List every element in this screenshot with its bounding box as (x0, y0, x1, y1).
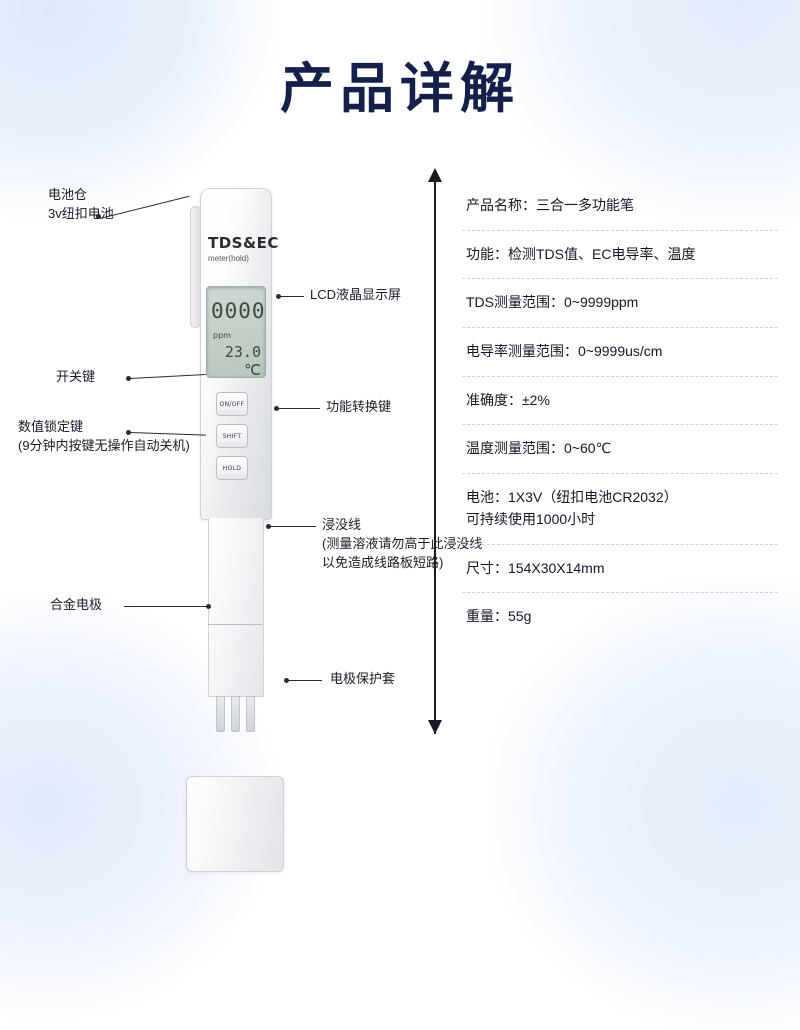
callout-power-key: 开关键 (56, 369, 96, 384)
callout-soak-line-line2: (测量溶液请勿高于此浸没线 (322, 535, 483, 551)
leader-line-protective-cap (286, 680, 322, 681)
callout-soak-line-line3: 以免造成线路板短路) (322, 554, 444, 570)
lcd-screen: 0000 ppm 23.0 ℃ (206, 286, 266, 378)
callout-soak-line: 浸没线 (测量溶液请勿高于此浸没线 以免造成线路板短路) (322, 516, 482, 573)
spec-label: TDS测量范围： (466, 294, 564, 311)
spec-value: 0~60℃ (564, 440, 612, 457)
product-diagram: TDS&EC meter(hold) 0000 ppm 23.0 ℃ ON/OF… (0, 160, 482, 872)
spec-label: 产品名称： (466, 197, 536, 213)
spec-row: 产品名称：三合一多功能笔 (462, 182, 778, 231)
leader-line-lcd (278, 296, 304, 297)
callout-electrode: 合金电极 (50, 597, 103, 612)
brand-name: TDS&EC (208, 234, 279, 252)
spec-value: 1X3V（纽扣电池CR2032） (508, 489, 678, 506)
leader-dot-lcd (276, 294, 281, 299)
range-arrow-down (428, 720, 442, 734)
leader-dot-hold (126, 430, 131, 435)
background-wash-top-right (480, 0, 800, 230)
callout-battery-line1: 电池仓 (48, 187, 88, 202)
callout-lcd: LCD液晶显示屏 (310, 287, 402, 302)
spec-row: TDS测量范围：0~9999ppm (462, 279, 778, 329)
electrode-prong-middle (231, 696, 240, 732)
spec-table: 产品名称：三合一多功能笔 功能：检测TDS值、EC电导率、温度 TDS测量范围：… (462, 182, 778, 641)
background-wash-top-left (0, 0, 280, 220)
spec-row: 准确度：±2% (462, 377, 778, 426)
callout-hold-key-line2: (9分钟内按键无操作自动关机) (18, 437, 190, 453)
leader-dot-battery (96, 214, 101, 219)
spec-value: 55g (508, 608, 532, 625)
callout-hold-key-line1: 数值锁定键 (18, 419, 84, 434)
electrode-prong-right (246, 696, 255, 732)
leader-line-shift (276, 408, 320, 409)
spec-label: 电池： (466, 489, 508, 506)
range-axis-line (434, 182, 436, 734)
callout-hold-key: 数值锁定键 (9分钟内按键无操作自动关机) (18, 418, 190, 456)
callout-battery: 电池仓 3v纽扣电池 (48, 186, 114, 224)
spec-value: 三合一多功能笔 (536, 197, 634, 213)
leader-line-soak (268, 526, 316, 527)
spec-value: 154X30X14mm (508, 559, 605, 576)
lcd-unit-label: ppm (213, 331, 231, 340)
protective-cap (186, 776, 284, 872)
spec-row: 重量：55g (462, 593, 778, 641)
spec-value: 0~9999ppm (564, 294, 639, 311)
spec-row: 功能：检测TDS值、EC电导率、温度 (462, 231, 778, 280)
page-title: 产品详解 (280, 57, 520, 120)
electrode-prong-left (216, 696, 225, 732)
pen-illustration: TDS&EC meter(hold) 0000 ppm 23.0 ℃ ON/OF… (190, 188, 279, 732)
callout-protective-cap: 电极保护套 (330, 671, 396, 686)
spec-value-secondary: 可持续使用1000小时 (466, 510, 596, 527)
spec-label: 温度测量范围： (466, 440, 564, 457)
spec-row: 电池：1X3V（纽扣电池CR2032） 可持续使用1000小时 (462, 474, 778, 545)
lcd-digits: 0000 (211, 299, 266, 323)
spec-label: 功能： (466, 245, 508, 262)
spec-value: ±2% (522, 391, 550, 408)
power-button[interactable]: ON/OFF (216, 392, 248, 416)
leader-line-electrode (124, 606, 208, 607)
background-wash-bottom-right (490, 580, 800, 1030)
lcd-temperature: 23.0 ℃ (224, 343, 261, 378)
spec-label: 电导率测量范围： (466, 343, 578, 360)
callout-shift-key: 功能转换键 (326, 399, 392, 414)
spec-row: 尺寸：154X30X14mm (462, 545, 778, 594)
spec-row: 电导率测量范围：0~9999us/cm (462, 328, 778, 377)
callout-battery-line2: 3v纽扣电池 (48, 205, 114, 221)
pen-clip (190, 206, 201, 328)
spec-label: 重量： (466, 608, 508, 625)
spec-label: 尺寸： (466, 559, 508, 576)
brand-subtitle: meter(hold) (208, 254, 249, 263)
spec-row: 温度测量范围：0~60℃ (462, 425, 778, 475)
leader-line-power (129, 374, 206, 379)
leader-dot-electrode (206, 604, 211, 609)
shift-button[interactable]: SHIFT (216, 424, 248, 448)
leader-dot-protective-cap (284, 678, 289, 683)
soak-line-marker (208, 624, 262, 625)
electrode-probe (216, 696, 255, 732)
range-arrow-up (428, 168, 442, 182)
spec-value: 0~9999us/cm (578, 343, 663, 360)
spec-value: 检测TDS值、EC电导率、温度 (508, 245, 696, 262)
pen-barrel (208, 518, 264, 697)
leader-dot-power (126, 376, 131, 381)
leader-dot-shift (274, 406, 279, 411)
spec-label: 准确度： (466, 391, 522, 408)
brand-marking: TDS&EC meter(hold) (208, 234, 279, 263)
callout-soak-line-line1: 浸没线 (322, 517, 362, 532)
hold-button[interactable]: HOLD (216, 456, 248, 480)
leader-dot-soak (266, 524, 271, 529)
